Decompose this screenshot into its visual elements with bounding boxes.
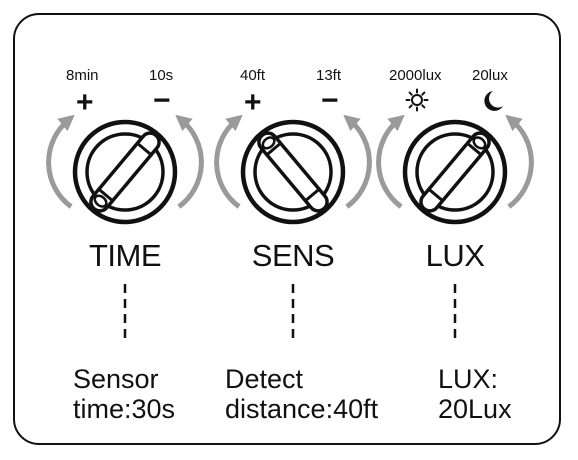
sens-description: Detect distance:40ft — [225, 364, 378, 424]
sens-description-line1: Detect — [225, 364, 304, 394]
time-description-line2: time:30s — [73, 394, 176, 424]
sens-right-arrow-icon — [343, 114, 372, 209]
lux-left-arrow-icon — [376, 114, 405, 209]
time-description: Sensor time:30s — [73, 364, 175, 424]
sens-knob[interactable] — [214, 114, 372, 225]
time-left-arrow-icon — [46, 114, 75, 209]
diagram-frame — [13, 13, 561, 445]
time-min-label: 8min — [66, 67, 99, 84]
sens-left-arrow-icon — [214, 114, 243, 209]
sens-plus-sign: + — [244, 86, 262, 119]
time-right-arrow-icon — [175, 114, 204, 209]
sens-knob-pointer[interactable] — [255, 129, 330, 214]
lux-knob[interactable] — [376, 114, 534, 225]
time-description-line1: Sensor — [73, 364, 159, 394]
time-knob[interactable] — [46, 114, 204, 225]
sens-max-label: 13ft — [316, 67, 342, 84]
time-plus-sign: + — [76, 86, 94, 119]
sens-title: SENS — [251, 238, 335, 273]
lux-min-label: 2000lux — [389, 67, 442, 84]
time-knob-pointer[interactable] — [87, 129, 162, 214]
lux-right-arrow-icon — [505, 114, 534, 209]
lux-knob-pointer[interactable] — [417, 129, 492, 214]
lux-description-line1: LUX: — [438, 364, 499, 394]
sun-icon — [405, 88, 429, 112]
time-title: TIME — [88, 238, 162, 273]
lux-title: LUX — [425, 238, 485, 273]
lux-description-line2: 20Lux — [438, 394, 512, 424]
time-minus-sign: − — [153, 84, 171, 117]
lux-max-label: 20lux — [472, 67, 508, 84]
sens-min-label: 40ft — [240, 67, 266, 84]
sens-minus-sign: − — [321, 84, 339, 117]
lux-description: LUX: 20Lux — [438, 364, 512, 424]
moon-icon — [484, 91, 503, 111]
sens-description-line2: distance:40ft — [225, 394, 379, 424]
time-max-label: 10s — [149, 67, 174, 84]
